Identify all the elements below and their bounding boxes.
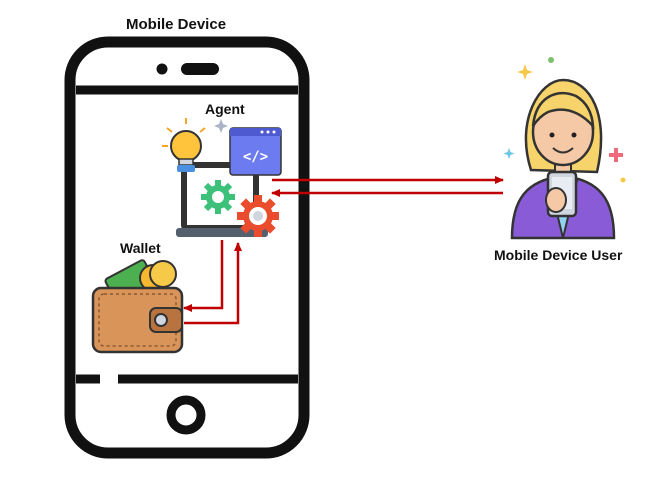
gears-icon [201, 180, 279, 237]
mobile-device-user-label: Mobile Device User [494, 247, 623, 263]
wallet-agent-arrows [183, 240, 242, 325]
agent-user-arrows [271, 176, 504, 197]
code-window-icon: </> [229, 127, 282, 176]
wallet-icon [91, 259, 184, 354]
agent-label: Agent [205, 101, 245, 117]
mobile-device-label: Mobile Device [126, 16, 227, 33]
smartphone-icon [64, 36, 310, 459]
svg-text:</>: </> [243, 149, 268, 165]
agent-to-wallet-arrow [183, 240, 224, 312]
lightbulb-icon [162, 118, 206, 172]
agent-laptop-icon: </> [162, 118, 282, 237]
wallet-label: Wallet [120, 240, 161, 256]
user-avatar-icon [503, 57, 626, 240]
wallet-to-agent-arrow [184, 242, 242, 325]
